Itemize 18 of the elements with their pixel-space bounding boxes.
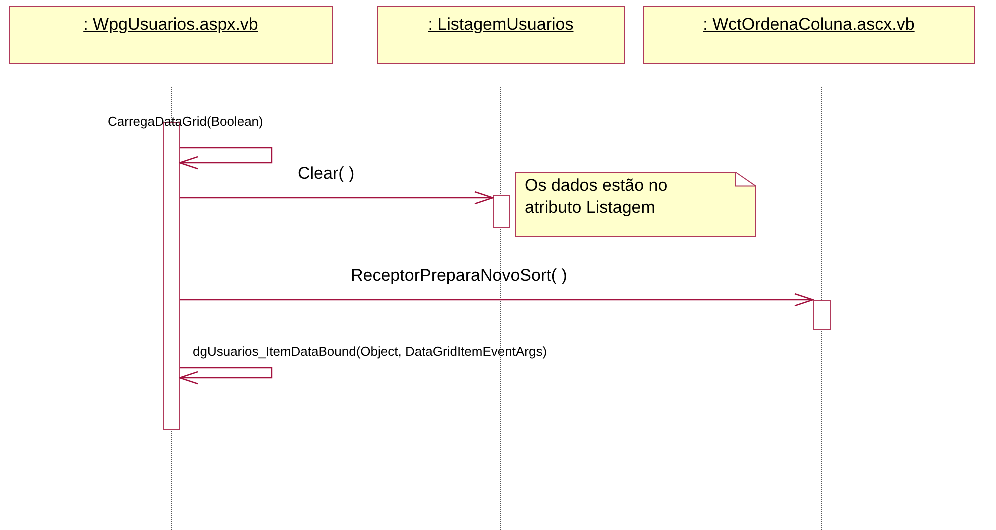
object-box xyxy=(9,6,333,64)
edge-label: Clear( ) xyxy=(298,164,355,184)
activation-bar xyxy=(493,195,510,228)
edge-label: ReceptorPreparaNovoSort( ) xyxy=(351,266,568,286)
object-name: : WctOrdenaColuna.ascx.vb xyxy=(702,15,916,35)
note-text: Os dados estão no atributo Listagem xyxy=(525,175,669,219)
message-arrow xyxy=(179,147,273,170)
message-arrow xyxy=(180,293,814,307)
activation-bar xyxy=(813,300,831,330)
note-box xyxy=(515,172,757,238)
message-arrow xyxy=(179,367,273,385)
edge-label: CarregaDataGrid(Boolean) xyxy=(108,114,264,129)
object-name: : ListagemUsuarios xyxy=(427,15,575,35)
object-box xyxy=(643,6,975,64)
object-name: : WpgUsuarios.aspx.vb xyxy=(82,15,260,35)
edge-label: dgUsuarios_ItemDataBound(Object, DataGridItemEventArgs) xyxy=(193,344,548,359)
object-box xyxy=(377,6,625,64)
message-arrow xyxy=(180,191,494,205)
